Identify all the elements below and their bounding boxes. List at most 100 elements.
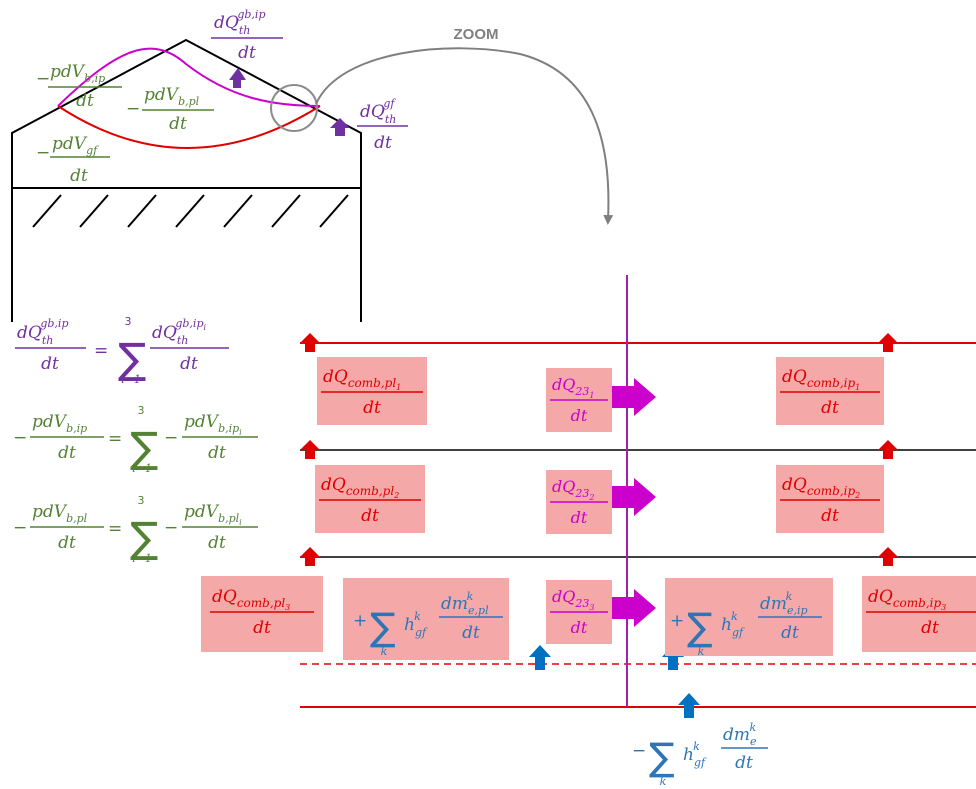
svg-text:dt: dt [363, 398, 381, 418]
label-pdVb-ip: − pdVb,ip dt [36, 62, 122, 111]
svg-text:k: k [381, 645, 388, 658]
svg-text:dt: dt [76, 91, 94, 111]
box-evap-pl [343, 578, 509, 660]
label-comb-ip-3: dQcomb,ip3 dt [866, 587, 976, 638]
label-dQ23-3: dQ233 dt [550, 587, 608, 637]
svg-text:+: + [670, 611, 684, 631]
svg-text:dt: dt [169, 114, 187, 134]
svg-text:pdVb,pli: pdVb,pli [184, 502, 242, 527]
box-comb-pl-1 [317, 357, 427, 425]
magenta-right-arrow-icon [612, 589, 656, 627]
label-dQ23-1: dQ231 dt [550, 375, 608, 425]
svg-text:−: − [164, 518, 178, 538]
svg-text:dt: dt [462, 623, 480, 643]
label-pdVgf: − pdVgf dt [36, 134, 110, 186]
red-up-arrow-icon [878, 440, 898, 459]
svg-text:dt: dt [70, 166, 88, 186]
red-heat-arrows [300, 333, 898, 566]
label-evap-ip: + ∑ k hgfk dme,ipk dt [670, 590, 822, 658]
svg-text:dme,plk: dme,plk [441, 590, 489, 617]
svg-text:∑: ∑ [649, 735, 675, 779]
flame-front-magenta [57, 47, 321, 107]
svg-text:dme,ipk: dme,ipk [760, 590, 808, 617]
svg-text:+: + [353, 611, 367, 631]
svg-text:pdVb,pl: pdVb,pl [144, 85, 200, 108]
label-dQth-gb-ip: dQthgb,ip dt [211, 8, 283, 63]
svg-text:∑: ∑ [130, 423, 158, 472]
label-pdVb-pl: − pdVb,pl dt [126, 85, 214, 134]
svg-text:dt: dt [180, 354, 198, 374]
svg-text:dQ232: dQ232 [552, 477, 594, 502]
svg-text:i=1: i=1 [132, 552, 152, 565]
svg-text:pdVb,ipi: pdVb,ipi [184, 412, 242, 437]
svg-text:dQ233: dQ233 [552, 587, 594, 612]
svg-text:dt: dt [921, 618, 939, 638]
svg-text:−: − [36, 69, 50, 89]
svg-text:hgfk: hgfk [683, 740, 707, 769]
magnifier-circle-icon [270, 84, 318, 132]
svg-text:=: = [108, 429, 122, 449]
svg-text:hgfk: hgfk [404, 610, 428, 639]
red-up-arrow-icon [878, 333, 898, 352]
svg-text:dt: dt [571, 618, 588, 637]
pentroof-outline [11, 38, 362, 322]
comb-pl-boxes [201, 357, 976, 660]
svg-text:i=1: i=1 [132, 462, 152, 475]
svg-text:pdVb,pl: pdVb,pl [32, 502, 88, 525]
svg-text:dt: dt [821, 506, 839, 526]
label-comb-pl-2: dQcomb,pl2 dt [319, 475, 421, 526]
svg-text:3: 3 [125, 315, 132, 328]
svg-text:dt: dt [58, 443, 76, 463]
box-comb-pl-2 [315, 465, 425, 533]
svg-text:3: 3 [138, 404, 145, 417]
svg-text:dQthgb,ip: dQthgb,ip [17, 317, 68, 347]
svg-text:dt: dt [208, 443, 226, 463]
blue-up-arrow-icon [678, 693, 700, 718]
svg-text:−: − [164, 428, 178, 448]
svg-text:−: − [13, 518, 27, 538]
svg-text:=: = [94, 341, 108, 361]
svg-text:dt: dt [571, 406, 588, 425]
gb-heat-arrow-icon [229, 68, 246, 88]
svg-text:dQcomb,pl3: dQcomb,pl3 [212, 587, 290, 612]
svg-text:dt: dt [58, 533, 76, 553]
svg-text:dQ231: dQ231 [552, 375, 594, 400]
box-comb-pl-3 [201, 576, 323, 652]
equation-dQth-sum: dQthgb,ip dt = ∑ 3 i=1 dQthgb,ipi dt [15, 315, 229, 386]
svg-text:dt: dt [781, 623, 799, 643]
label-evap-pl: + ∑ k hgfk dme,plk dt [353, 590, 503, 658]
svg-text:∑: ∑ [687, 605, 713, 649]
svg-text:dQthgf: dQthgf [360, 97, 396, 126]
svg-text:dQcomb,ip2: dQcomb,ip2 [782, 475, 860, 500]
zoom-layer-diagram: dQcomb,pl1 dt dQcomb,pl2 dt dQcomb,pl3 d… [201, 275, 976, 788]
label-evap-total: − ∑ k hgfk dmek dt [632, 721, 768, 788]
red-up-arrow-icon [300, 333, 320, 352]
red-up-arrow-icon [300, 440, 320, 459]
gf-heat-arrow-icon [330, 118, 350, 136]
svg-text:=: = [108, 519, 122, 539]
svg-text:dQcomb,pl2: dQcomb,pl2 [321, 475, 399, 500]
zoom-curved-arrow-icon [315, 47, 614, 225]
svg-text:∑: ∑ [130, 513, 158, 562]
svg-text:dQcomb,pl1: dQcomb,pl1 [323, 367, 401, 392]
svg-text:dmek: dmek [723, 721, 757, 748]
svg-text:dQthgb,ipi: dQthgb,ipi [152, 317, 206, 347]
svg-text:dt: dt [735, 753, 753, 773]
svg-text:−: − [13, 428, 27, 448]
label-comb-pl-3: dQcomb,pl3 dt [210, 587, 314, 638]
svg-text:i=1: i=1 [121, 373, 141, 386]
svg-text:dt: dt [374, 133, 392, 153]
svg-text:dt: dt [238, 43, 256, 63]
svg-text:dQcomb,ip3: dQcomb,ip3 [868, 587, 946, 612]
engine-sketch: ZOOM [11, 26, 614, 322]
magenta-right-arrow-icon [612, 478, 656, 516]
svg-text:k: k [698, 645, 705, 658]
piston-hatching [32, 194, 349, 228]
label-comb-ip-2: dQcomb,ip2 dt [780, 475, 880, 526]
label-dQ23-2: dQ232 dt [550, 477, 608, 527]
svg-text:3: 3 [138, 494, 145, 507]
box-comb-ip-2 [776, 465, 884, 533]
svg-text:−: − [126, 99, 140, 119]
label-comb-ip-1: dQcomb,ip1 dt [780, 367, 880, 418]
